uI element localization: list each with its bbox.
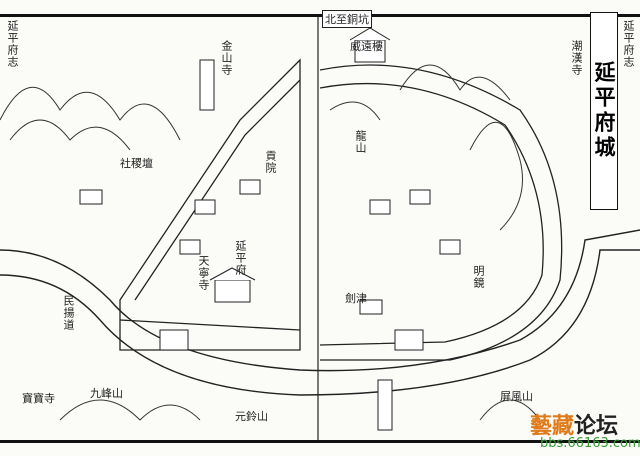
label-tianning: 天寧寺 [197, 255, 210, 291]
side-text-left: 延平府志 [6, 20, 19, 68]
watermark-url: bbs.66163.com [540, 436, 640, 451]
label-yamen: 延平府 [234, 240, 247, 276]
map-title: 延平府城 [590, 12, 618, 210]
label-sheji: 社稷壇 [120, 157, 153, 170]
city-wall-left [119, 58, 301, 351]
watermark-logo: 藝藏论坛 [530, 408, 618, 440]
side-text-right: 延平府志 [622, 20, 635, 68]
label-baobao-temple: 寶寶寺 [22, 392, 55, 405]
watermark-name-colored: 藝藏 [530, 413, 575, 439]
top-label: 北至銅坑 [322, 10, 372, 28]
label-mingjing: 明鏡 [472, 265, 485, 289]
label-gold-hill: 金山寺 [220, 40, 233, 76]
label-minjiang: 民揚道 [62, 295, 75, 331]
label-gate-tower: 威遠樓 [350, 40, 383, 53]
label-yuan-mountain: 元鈴山 [235, 410, 268, 423]
label-fengping: 屏風山 [500, 390, 533, 403]
label-dragon-hill: 龍山 [354, 130, 367, 154]
label-jianjin: 劍津 [345, 292, 367, 305]
city-wall-right [319, 64, 563, 361]
watermark-name-dark: 论坛 [574, 413, 619, 439]
label-nine-peak: 九峰山 [90, 387, 123, 400]
label-gongyuan: 貢院 [264, 150, 277, 174]
label-temple-right: 潮漢寺 [570, 40, 583, 76]
